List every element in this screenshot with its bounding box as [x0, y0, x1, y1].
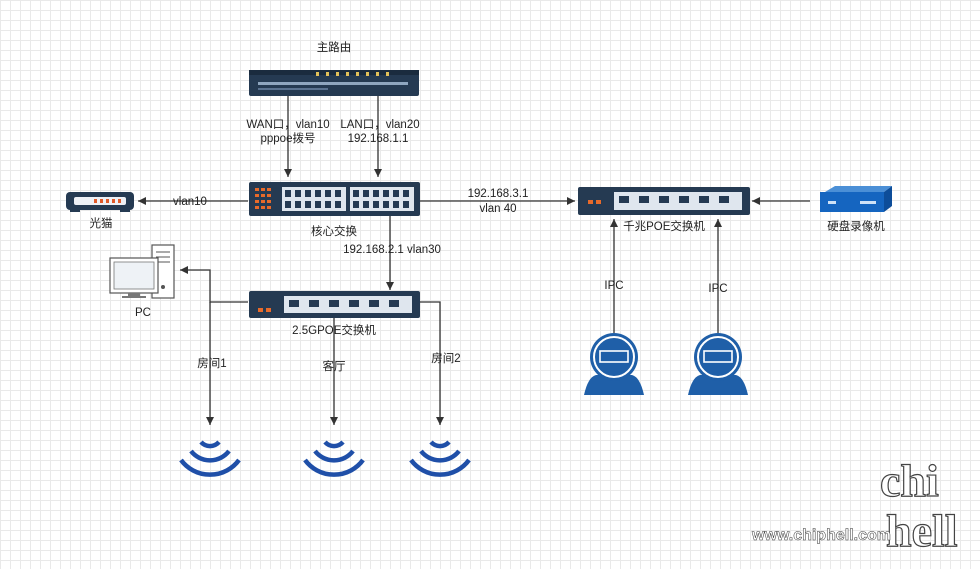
ipc-2-label: IPC [708, 283, 727, 295]
room2-link-line [420, 301, 444, 425]
nvr-icon [820, 186, 892, 212]
wifi-room1-icon [179, 440, 241, 477]
chiphell-watermark: chi hell www.chiphell.com [751, 454, 958, 556]
lan-label-line1: LAN口，vlan20 [340, 119, 419, 131]
poe25-switch-label: 2.5GPOE交换机 [292, 323, 376, 337]
ipc-camera-1-icon [583, 332, 645, 396]
watermark-logo-2: hell [886, 505, 958, 556]
optical-modem-icon [66, 192, 134, 212]
poe-link-label-line2: vlan 40 [479, 203, 516, 215]
poe-link-label-line1: 192.168.3.1 [468, 188, 529, 200]
gigabit-poe-switch-icon [578, 187, 750, 215]
pc-label: PC [135, 307, 151, 319]
poe25-switch-icon [249, 291, 420, 318]
main-router-icon [249, 70, 419, 96]
ipc-1-label: IPC [604, 280, 623, 292]
nvr-label: 硬盘录像机 [827, 219, 885, 233]
living-label: 客厅 [323, 359, 346, 373]
modem-link-label: vlan10 [173, 196, 207, 208]
wifi-living-icon [303, 440, 365, 477]
poe25-link-label: 192.168.2.1 vlan30 [343, 244, 441, 256]
lan-label-line2: 192.168.1.1 [348, 133, 409, 145]
core-switch-label: 核心交换 [311, 224, 357, 238]
optical-modem-label: 光猫 [90, 216, 113, 230]
ipc-camera-2-icon [687, 332, 749, 396]
gigabit-poe-switch-label: 千兆POE交换机 [623, 219, 705, 233]
core-switch-icon [249, 182, 420, 216]
watermark-logo: chi [880, 455, 939, 506]
watermark-url: www.chiphell.com [751, 527, 891, 544]
wifi-room2-icon [409, 440, 471, 477]
main-router-label: 主路由 [317, 40, 352, 54]
pc-icon [109, 244, 175, 299]
wan-label-line1: WAN口，vlan10 [246, 119, 329, 131]
room2-label: 房间2 [431, 352, 460, 365]
connections [138, 96, 810, 425]
pc-link-line [180, 266, 248, 303]
room1-label: 房间1 [197, 357, 226, 370]
wan-label-line2: pppoe拨号 [261, 131, 316, 145]
